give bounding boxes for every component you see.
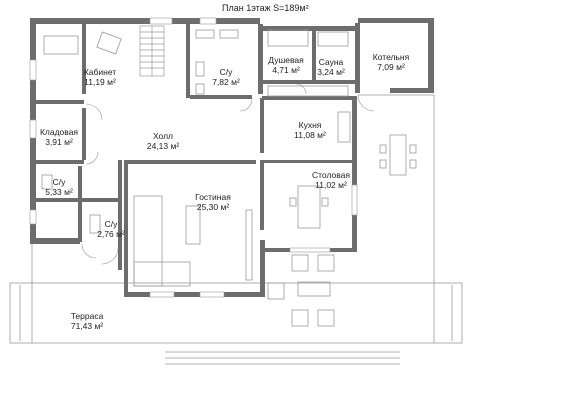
room-area: 5,33 м² bbox=[45, 187, 73, 197]
room-label: Кухня 11,08 м² bbox=[294, 120, 326, 140]
room-name: С/у bbox=[219, 67, 233, 77]
room-area: 24,13 м² bbox=[146, 141, 180, 151]
room-area: 2,76 м² bbox=[97, 229, 125, 239]
room-name: Душевая bbox=[268, 55, 304, 65]
room-name: Сауна bbox=[318, 57, 344, 67]
room-area: 3,91 м² bbox=[45, 137, 73, 147]
room-label: Столовая 11,02 м² bbox=[312, 170, 350, 190]
room-area: 25,30 м² bbox=[196, 202, 230, 212]
room-label: Котельня 7,09 м² bbox=[373, 52, 409, 72]
room-name: Столовая bbox=[311, 170, 351, 180]
room-name: Кладовая bbox=[39, 127, 79, 137]
room-area: 7,09 м² bbox=[377, 62, 405, 72]
room-name: Кухня bbox=[298, 120, 322, 130]
room-area: 3,24 м² bbox=[317, 67, 345, 77]
room-area: 11,19 м² bbox=[84, 77, 116, 87]
room-area: 11,02 м² bbox=[315, 180, 347, 190]
terrace bbox=[9, 94, 463, 365]
room-name: С/у bbox=[52, 177, 66, 187]
stairs bbox=[139, 25, 165, 77]
room-area: 4,71 м² bbox=[272, 65, 300, 75]
room-label: Душевая 4,71 м² bbox=[268, 55, 304, 75]
room-name: Терраса bbox=[70, 311, 104, 321]
room-name: Холл bbox=[152, 131, 174, 141]
room-label: Холл 24,13 м² bbox=[147, 131, 179, 151]
room-area: 7,82 м² bbox=[212, 77, 240, 87]
plan-title: План 1этаж S=189м² bbox=[222, 3, 309, 13]
room-label: Гостиная 25,30 м² bbox=[195, 192, 231, 212]
room-label: Кладовая 3,91 м² bbox=[40, 127, 78, 147]
furniture bbox=[41, 29, 417, 327]
windows bbox=[29, 17, 358, 298]
room-area: 11,08 м² bbox=[294, 130, 326, 140]
room-label: Терраса 71,43 м² bbox=[71, 311, 104, 331]
room-label: С/у 7,82 м² bbox=[212, 67, 240, 87]
room-name: Кабинет bbox=[83, 67, 117, 77]
room-name: Гостиная bbox=[195, 192, 231, 202]
room-label: Сауна 3,24 м² bbox=[317, 57, 345, 77]
room-label: Кабинет 11,19 м² bbox=[84, 67, 116, 87]
room-name: Котельня bbox=[372, 52, 410, 62]
room-label: С/у 2,76 м² bbox=[97, 219, 125, 239]
walls bbox=[30, 18, 434, 297]
room-name: С/у bbox=[104, 219, 118, 229]
room-area: 71,43 м² bbox=[70, 321, 104, 331]
room-label: С/у 5,33 м² bbox=[45, 177, 73, 197]
doors bbox=[81, 83, 375, 265]
